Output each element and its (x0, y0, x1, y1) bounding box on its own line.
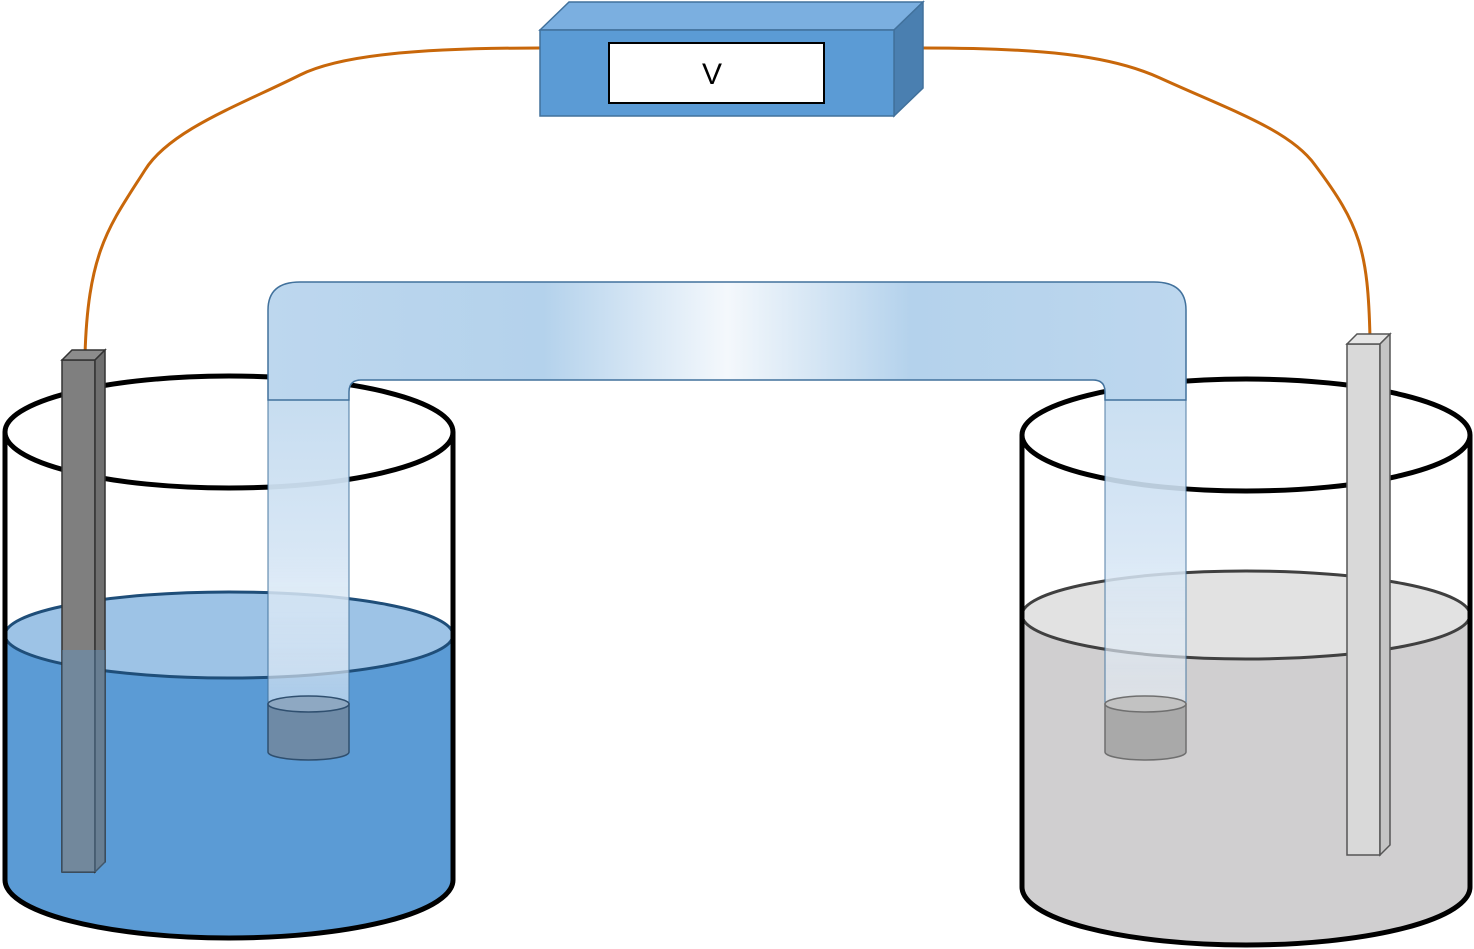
voltmeter: V (538, 0, 925, 118)
salt-bridge (267, 281, 1187, 761)
right-beaker (1019, 376, 1473, 948)
left-beaker-bottom (2, 879, 456, 941)
right-beaker-rim (1019, 376, 1473, 494)
right-solution (1022, 615, 1470, 943)
right-beaker-bottom (1019, 886, 1473, 948)
left-electrode-front (61, 359, 96, 873)
right-solution-surface (1020, 569, 1472, 661)
right-wire (922, 46, 1372, 339)
right-electrode (1345, 332, 1392, 857)
salt-bridge-left-plug (267, 695, 350, 761)
left-wire (83, 46, 541, 356)
salt-bridge-right-plug (1104, 695, 1187, 761)
right-electrode-side (1379, 332, 1391, 857)
left-electrode (60, 348, 107, 874)
voltmeter-label: V (702, 58, 722, 91)
right-electrode-front (1346, 343, 1381, 856)
voltmeter-display (608, 42, 825, 104)
left-electrode-side (94, 348, 106, 874)
left-beaker-rim (2, 373, 456, 491)
voltmeter-top-face (538, 1, 925, 31)
salt-bridge-top (267, 281, 1187, 401)
